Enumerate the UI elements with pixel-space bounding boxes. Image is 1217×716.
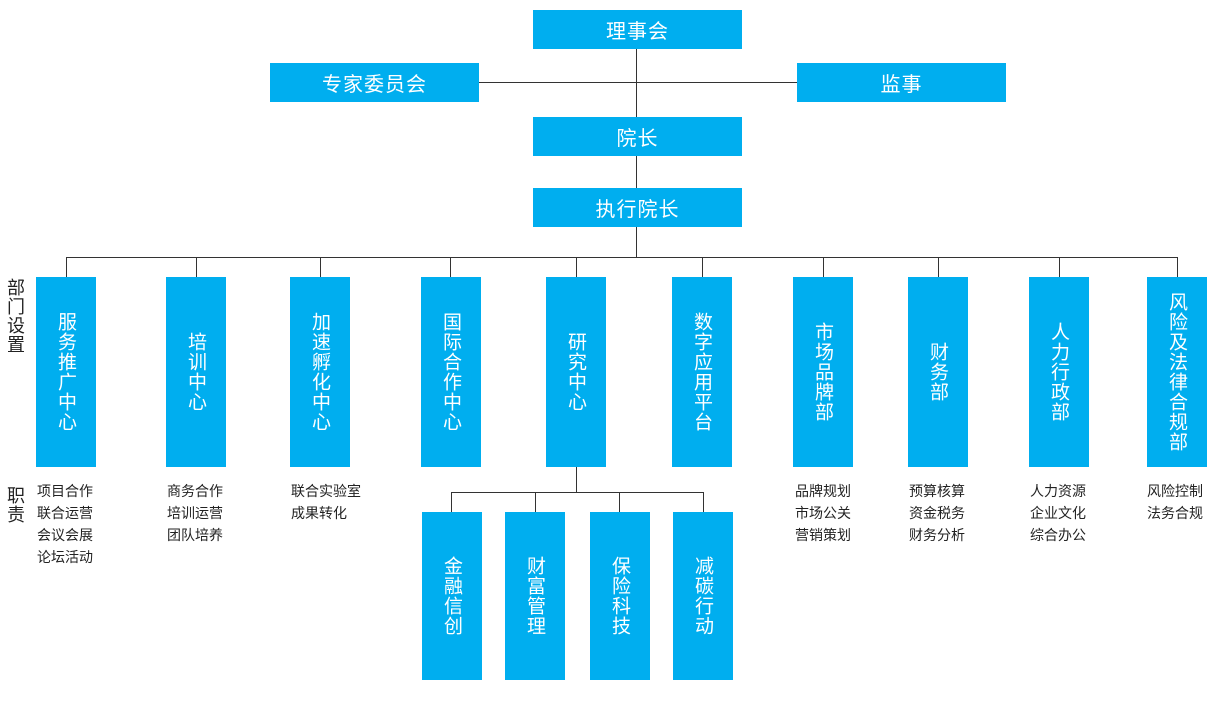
duty-item: 联合实验室 — [291, 484, 361, 500]
duty-item: 财务分析 — [909, 528, 965, 544]
duty-item: 项目合作 — [37, 484, 93, 500]
duties-finance: 预算核算 资金税务 财务分析 — [909, 481, 965, 547]
line-dept-drop — [196, 257, 197, 277]
duty-item: 人力资源 — [1030, 484, 1086, 500]
dept-label: 加速孵化中心 — [309, 312, 331, 432]
board-box: 理事会 — [533, 10, 742, 49]
dept-box-service-promotion: 服务推广中心 — [36, 277, 96, 467]
duty-item: 预算核算 — [909, 484, 965, 500]
line-dept-drop — [66, 257, 67, 277]
dept-box-marketing: 市场品牌部 — [793, 277, 853, 467]
line-dept-drop — [938, 257, 939, 277]
dept-label: 人力行政部 — [1048, 322, 1070, 422]
line-executive-down — [636, 227, 637, 257]
duty-item: 营销策划 — [795, 528, 851, 544]
dept-box-training: 培训中心 — [166, 277, 226, 467]
line-sub-drop — [451, 492, 452, 512]
dept-label: 市场品牌部 — [812, 322, 834, 422]
research-sub-carbon-reduction: 减碳行动 — [673, 512, 733, 680]
sub-label: 金融信创 — [441, 556, 463, 636]
duty-item: 市场公关 — [795, 506, 851, 522]
dept-label: 培训中心 — [185, 332, 207, 412]
duty-item: 企业文化 — [1030, 506, 1086, 522]
line-board-down — [636, 49, 637, 117]
dept-box-international: 国际合作中心 — [421, 277, 481, 467]
duty-item: 论坛活动 — [37, 550, 93, 566]
line-dept-drop — [1059, 257, 1060, 277]
experts-committee-box: 专家委员会 — [270, 63, 479, 102]
duties-hr-admin: 人力资源 企业文化 综合办公 — [1030, 481, 1086, 547]
dept-box-finance: 财务部 — [908, 277, 968, 467]
duty-item: 团队培养 — [167, 528, 223, 544]
sub-label: 财富管理 — [524, 556, 546, 636]
line-committee-horizontal — [479, 82, 797, 83]
duty-item: 法务合规 — [1147, 506, 1203, 522]
line-dept-drop — [450, 257, 451, 277]
line-dept-bus — [66, 257, 1177, 258]
dept-label: 财务部 — [927, 342, 949, 402]
line-research-bus — [451, 492, 704, 493]
duty-item: 商务合作 — [167, 484, 223, 500]
president-box: 院长 — [533, 117, 742, 156]
research-sub-fintech-innovation: 金融信创 — [422, 512, 482, 680]
line-dept-drop — [320, 257, 321, 277]
duties-risk-legal: 风险控制 法务合规 — [1147, 481, 1203, 525]
duty-item: 联合运营 — [37, 506, 93, 522]
line-dept-drop — [576, 257, 577, 277]
duties-side-label: 职责 — [4, 486, 25, 524]
duty-item: 品牌规划 — [795, 484, 851, 500]
duty-item: 成果转化 — [291, 506, 347, 522]
supervisor-box: 监事 — [797, 63, 1006, 102]
line-dept-drop — [702, 257, 703, 277]
dept-label: 风险及法律合规部 — [1166, 292, 1188, 452]
line-dept-drop — [1177, 257, 1178, 277]
duty-item: 综合办公 — [1030, 528, 1086, 544]
duties-service-promotion: 项目合作 联合运营 会议会展 论坛活动 — [37, 481, 93, 569]
line-sub-drop — [703, 492, 704, 512]
line-sub-drop — [619, 492, 620, 512]
departments-side-label: 部门设置 — [4, 278, 25, 354]
duty-item: 资金税务 — [909, 506, 965, 522]
dept-box-digital-platform: 数字应用平台 — [672, 277, 732, 467]
line-dept-drop — [823, 257, 824, 277]
line-president-down — [636, 156, 637, 188]
duty-item: 会议会展 — [37, 528, 93, 544]
dept-label: 服务推广中心 — [55, 312, 77, 432]
duties-incubation: 联合实验室 成果转化 — [291, 481, 361, 525]
duties-training: 商务合作 培训运营 团队培养 — [167, 481, 223, 547]
sub-label: 保险科技 — [609, 556, 631, 636]
dept-label: 数字应用平台 — [691, 312, 713, 432]
research-sub-wealth-management: 财富管理 — [505, 512, 565, 680]
dept-box-hr-admin: 人力行政部 — [1029, 277, 1089, 467]
dept-box-research: 研究中心 — [546, 277, 606, 467]
duty-item: 风险控制 — [1147, 484, 1203, 500]
dept-box-risk-legal: 风险及法律合规部 — [1147, 277, 1207, 467]
dept-label: 国际合作中心 — [440, 312, 462, 432]
dept-box-incubation: 加速孵化中心 — [290, 277, 350, 467]
dept-label: 研究中心 — [565, 332, 587, 412]
duty-item: 培训运营 — [167, 506, 223, 522]
sub-label: 减碳行动 — [692, 556, 714, 636]
line-research-down — [576, 467, 577, 492]
line-sub-drop — [535, 492, 536, 512]
duties-marketing: 品牌规划 市场公关 营销策划 — [795, 481, 851, 547]
executive-president-box: 执行院长 — [533, 188, 742, 227]
research-sub-insurtech: 保险科技 — [590, 512, 650, 680]
